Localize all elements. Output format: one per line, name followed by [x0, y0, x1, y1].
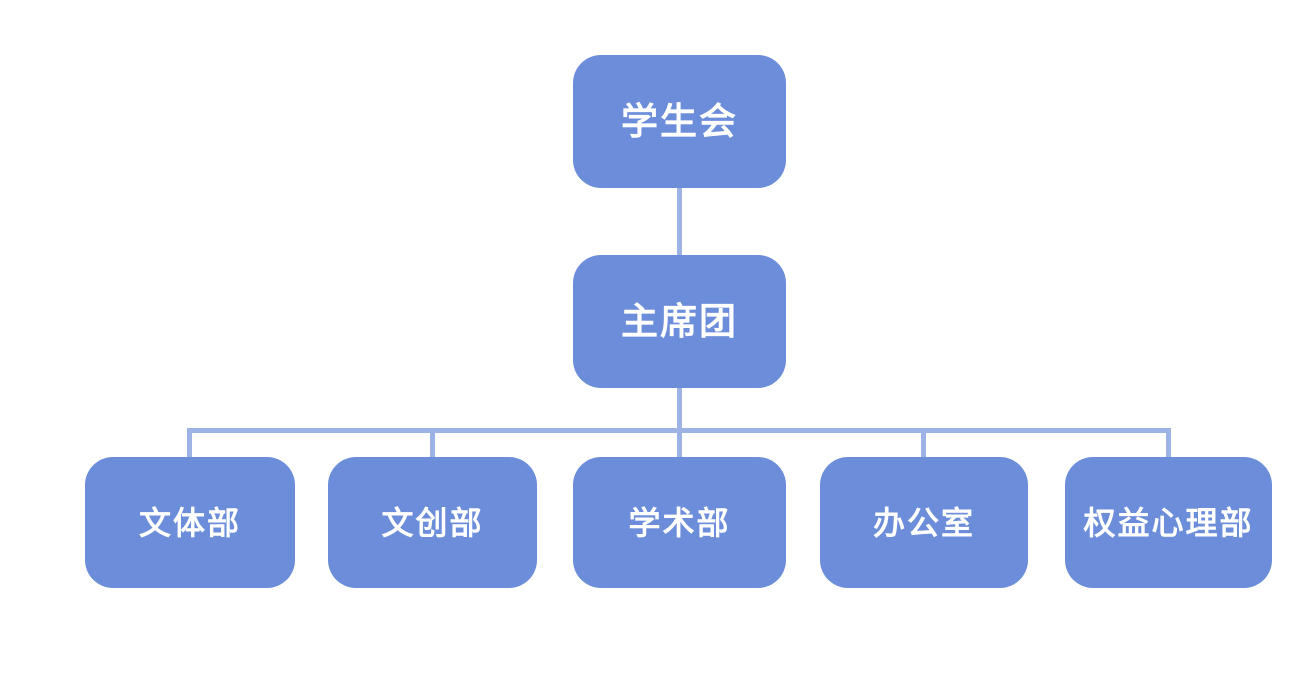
org-node-student-union[interactable]: 学生会: [573, 55, 786, 188]
org-node-label: 学术部: [628, 504, 731, 541]
org-node-label: 权益心理部: [1083, 504, 1254, 541]
org-node-label: 文体部: [138, 504, 241, 541]
connector-drop-dept-2: [430, 428, 435, 458]
org-node-dept-academic[interactable]: 学术部: [573, 457, 786, 588]
connector-drop-dept-4: [921, 428, 926, 458]
org-node-dept-cultural-creation[interactable]: 文创部: [328, 457, 537, 588]
org-node-dept-culture-sports[interactable]: 文体部: [85, 457, 295, 588]
org-node-label: 文创部: [381, 504, 484, 541]
org-node-label: 办公室: [872, 504, 975, 541]
connector-horizontal-rail: [187, 428, 1171, 433]
connector-drop-dept-5: [1166, 428, 1171, 458]
connector-executive-to-rail: [677, 387, 682, 458]
org-node-executive-committee[interactable]: 主席团: [573, 255, 786, 388]
connector-drop-dept-1: [187, 428, 192, 458]
org-node-dept-rights-psychology[interactable]: 权益心理部: [1065, 457, 1272, 588]
org-node-label: 学生会: [621, 101, 738, 142]
org-node-label: 主席团: [621, 301, 738, 342]
org-node-dept-office[interactable]: 办公室: [820, 457, 1028, 588]
connector-root-to-executive: [677, 187, 682, 256]
